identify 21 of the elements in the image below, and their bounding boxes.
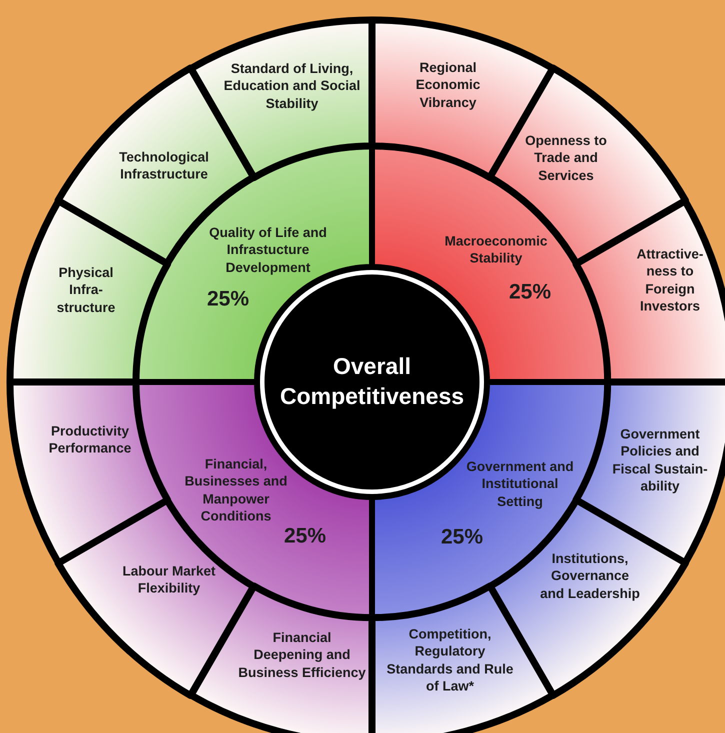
weight-percentage: 25%	[440, 524, 484, 551]
weight-percentage: 25%	[206, 286, 250, 313]
factor-label: Technological Infrastructure	[118, 148, 210, 184]
factor-label: Regional Economic Vibrancy	[414, 59, 482, 111]
factor-label: Financial Deepening and Business Efficiency	[237, 629, 367, 681]
factor-label: Competition, Regulatory Standards and Rule of Law*	[386, 625, 514, 695]
factor-label: Physical Infra-structure	[56, 264, 116, 316]
weight-percentage: 25%	[508, 280, 552, 306]
center-title: Overall Competitiveness	[278, 352, 466, 411]
pillar-title: Quality of Life and Infrastucture Development	[208, 224, 328, 276]
weight-percentage: 25%	[282, 524, 328, 550]
pillar-title: Macroeconomic Stability	[444, 232, 548, 268]
factor-label: Labour Market Flexibility	[121, 562, 216, 598]
pillar-title: Financial, Businesses and Manpower Conditions	[184, 455, 288, 525]
factor-label: Institutions, Governance and Leadership	[540, 550, 640, 602]
factor-label: Government Policies and Fiscal Sustain-ability	[611, 425, 709, 495]
factor-label: Productivity Performance	[48, 422, 132, 458]
factor-label: Attractive-ness to Foreign Investors	[636, 245, 704, 315]
factor-label: Openness to Trade and Services	[524, 132, 608, 184]
factor-label: Standard of Living, Education and Social Stability	[222, 60, 362, 112]
pillar-title: Government and Institutional Setting	[465, 458, 575, 510]
